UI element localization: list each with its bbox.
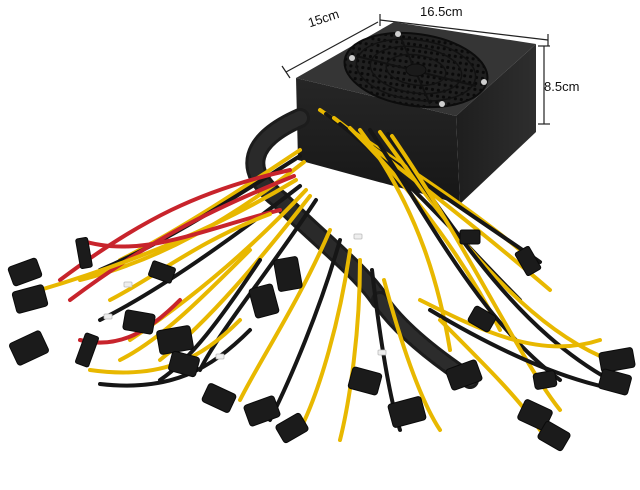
width-dimension-label: 16.5cm: [420, 4, 463, 19]
connector-pcie: [598, 347, 636, 373]
psu-right-face: [456, 44, 536, 204]
connector-pcie: [156, 325, 194, 355]
connectors: [7, 229, 636, 452]
connector-molex: [11, 284, 49, 314]
connector-pcie: [168, 350, 200, 378]
connector-molex: [248, 283, 280, 319]
connector-pcie: [467, 305, 497, 333]
connector-pcie: [148, 260, 176, 284]
connector-molex: [273, 256, 303, 292]
connector-molex: [7, 257, 43, 287]
connector-pcie: [201, 383, 237, 413]
fan-icon: [343, 31, 489, 109]
connector-pcie: [445, 359, 483, 391]
connector-pcie: [459, 229, 481, 245]
connector-pcie: [537, 420, 571, 452]
dim-line-width: [379, 19, 549, 41]
dimension-lines: [281, 14, 550, 125]
connector-pcie: [532, 370, 558, 390]
zip-ties: [103, 233, 387, 360]
connector-pcie: [275, 412, 309, 444]
connector-sata: [75, 237, 93, 269]
connector-pcie: [9, 330, 49, 366]
connector-pcie: [347, 366, 383, 396]
connector-pcie: [598, 368, 632, 396]
connector-molex: [122, 309, 156, 335]
connector-sata: [75, 332, 99, 368]
dim-line-depth: [285, 21, 379, 73]
connector-pcie: [387, 396, 427, 428]
connector-sata: [514, 245, 542, 277]
height-dimension-label: 8.5cm: [544, 79, 580, 94]
power-supply-unit: [296, 22, 536, 204]
connector-pcie: [243, 395, 281, 427]
